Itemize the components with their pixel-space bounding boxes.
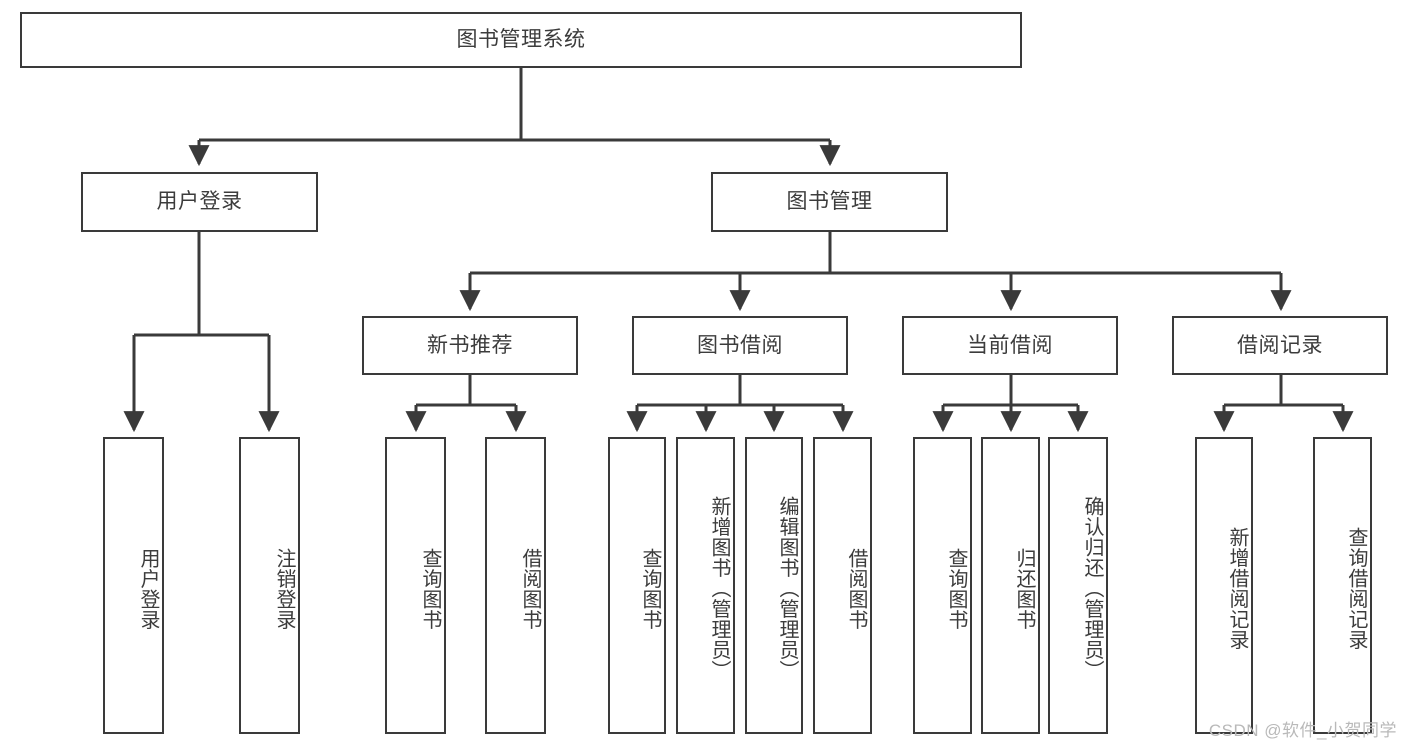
node-leaf-query-book-recommend[interactable]: 查询图书 — [385, 437, 446, 734]
node-leaf-query-borrow-record[interactable]: 查询借阅记录 — [1313, 437, 1372, 734]
node-book-management[interactable]: 图书管理 — [711, 172, 948, 232]
node-root-label: 图书管理系统 — [456, 28, 586, 52]
node-leaf-add-book-admin[interactable]: 新增图书（管理员） — [676, 437, 735, 734]
node-borrow-record[interactable]: 借阅记录 — [1172, 316, 1388, 375]
node-root[interactable]: 图书管理系统 — [20, 12, 1022, 68]
node-leaf-user-login-label: 用户登录 — [137, 547, 159, 630]
node-leaf-query-book-current-label: 查询图书 — [945, 547, 967, 630]
node-leaf-add-book-admin-label: 新增图书（管理员） — [708, 496, 730, 681]
node-leaf-edit-book-admin-label: 编辑图书（管理员） — [776, 496, 798, 681]
node-book-borrow[interactable]: 图书借阅 — [632, 316, 848, 375]
node-leaf-borrow-book-recommend[interactable]: 借阅图书 — [485, 437, 546, 734]
node-new-book-recommend-label: 新书推荐 — [427, 333, 513, 357]
node-current-borrow-label: 当前借阅 — [967, 333, 1053, 357]
node-leaf-borrow-book[interactable]: 借阅图书 — [813, 437, 872, 734]
node-leaf-query-book-borrow-label: 查询图书 — [639, 547, 661, 630]
node-leaf-add-borrow-record[interactable]: 新增借阅记录 — [1195, 437, 1253, 734]
node-leaf-add-borrow-record-label: 新增借阅记录 — [1226, 527, 1248, 650]
node-new-book-recommend[interactable]: 新书推荐 — [362, 316, 578, 375]
node-leaf-borrow-book-label: 借阅图书 — [845, 547, 867, 630]
csdn-watermark: CSDN @软件_小贺同学 — [1208, 721, 1397, 740]
node-leaf-query-book-current[interactable]: 查询图书 — [913, 437, 972, 734]
node-book-management-label: 图书管理 — [786, 190, 873, 214]
node-leaf-confirm-return-admin[interactable]: 确认归还（管理员） — [1048, 437, 1108, 734]
node-current-borrow[interactable]: 当前借阅 — [902, 316, 1118, 375]
node-book-borrow-label: 图书借阅 — [697, 333, 783, 357]
node-leaf-return-book[interactable]: 归还图书 — [981, 437, 1040, 734]
node-leaf-query-book-borrow[interactable]: 查询图书 — [608, 437, 666, 734]
node-leaf-confirm-return-admin-label: 确认归还（管理员） — [1081, 496, 1103, 681]
node-user-login-label: 用户登录 — [156, 190, 243, 214]
node-leaf-query-borrow-record-label: 查询借阅记录 — [1345, 527, 1367, 650]
node-user-login[interactable]: 用户登录 — [81, 172, 318, 232]
node-leaf-edit-book-admin[interactable]: 编辑图书（管理员） — [745, 437, 803, 734]
node-leaf-query-book-recommend-label: 查询图书 — [419, 547, 441, 630]
node-leaf-logout-label: 注销登录 — [273, 547, 295, 630]
node-leaf-borrow-book-recommend-label: 借阅图书 — [519, 547, 541, 630]
node-leaf-logout[interactable]: 注销登录 — [239, 437, 300, 734]
node-leaf-user-login[interactable]: 用户登录 — [103, 437, 164, 734]
node-leaf-return-book-label: 归还图书 — [1013, 547, 1035, 630]
node-borrow-record-label: 借阅记录 — [1237, 333, 1323, 357]
